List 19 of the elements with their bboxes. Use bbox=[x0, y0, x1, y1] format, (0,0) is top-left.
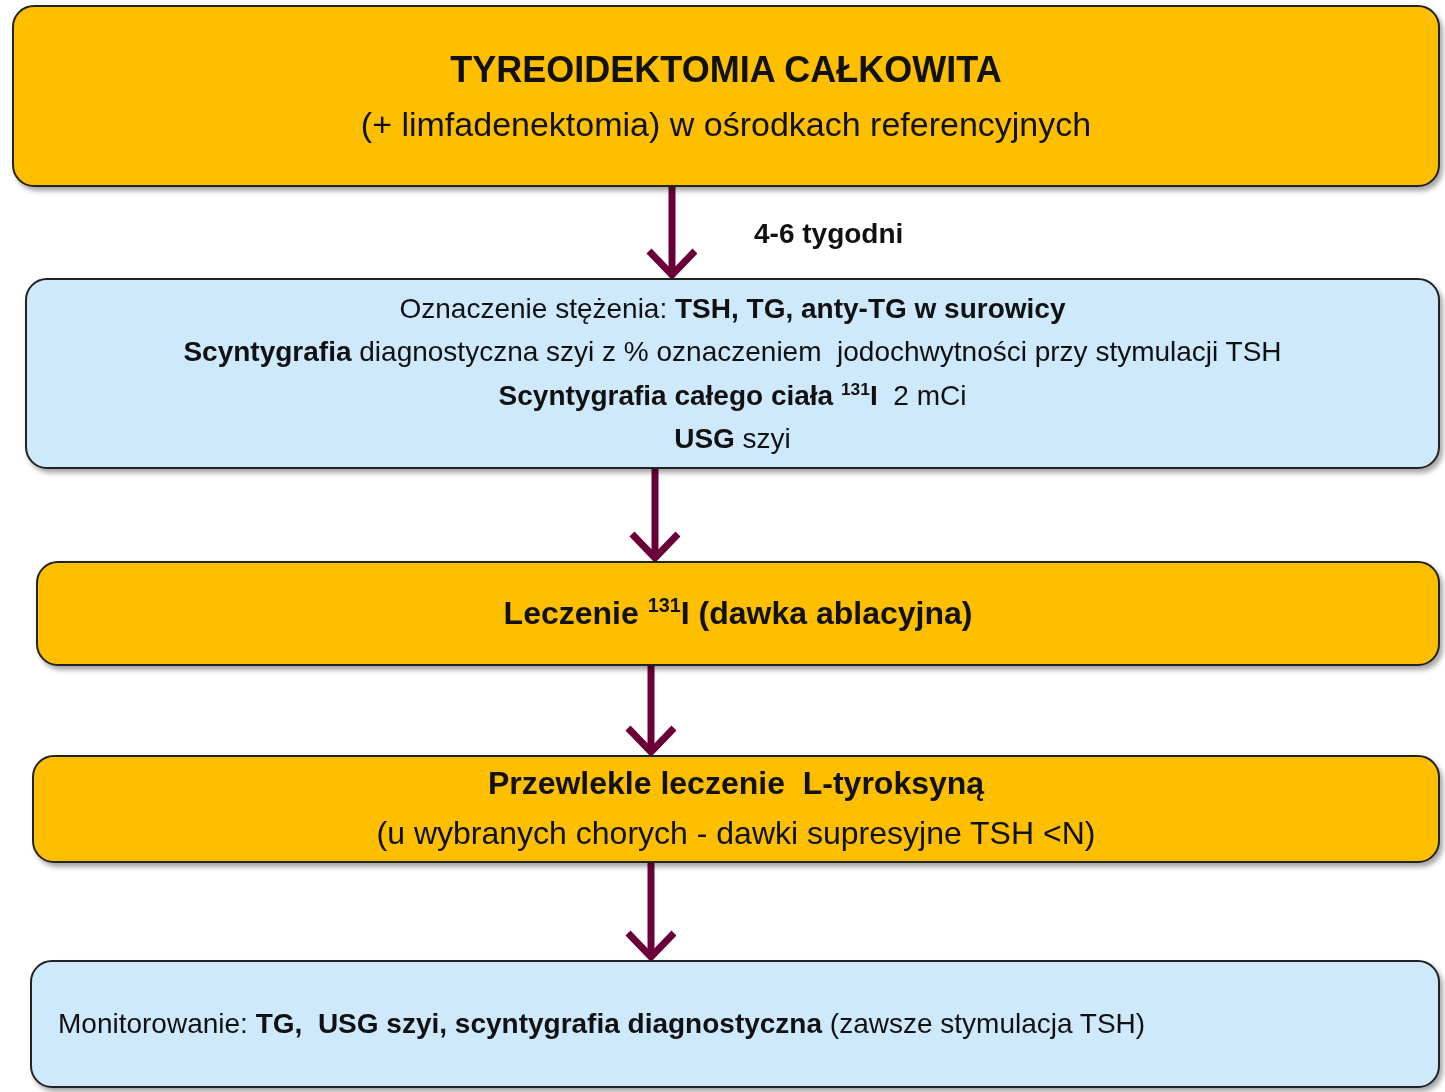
arrow bbox=[628, 469, 682, 562]
process-box bbox=[36, 561, 1440, 666]
box-text: Monitorowanie: TG, USG szyi, scyntygrafia diagnostyczna (zawsze stymulacja TSH) bbox=[58, 1007, 1146, 1042]
arrow bbox=[645, 187, 699, 279]
process-box bbox=[25, 278, 1440, 469]
arrow bbox=[624, 863, 678, 961]
process-box bbox=[30, 960, 1440, 1088]
box-text: Przewlekle leczenie L-tyroksyną bbox=[487, 764, 985, 804]
process-box bbox=[12, 5, 1440, 187]
box-text: USG szyi bbox=[674, 421, 791, 456]
box-text: TYREOIDEKTOMIA CAŁKOWITA bbox=[450, 47, 1002, 92]
box-text: Oznaczenie stężenia: TSH, TG, anty-TG w surowicy bbox=[399, 291, 1066, 326]
box-text: Scyntygrafia całego ciała $^{131}$I 2 mCi bbox=[498, 377, 967, 413]
arrow bbox=[624, 666, 678, 756]
box-text: Leczenie $^{131}$I (dawka ablacyjna) bbox=[503, 593, 973, 633]
box-text: (+ limfadenektomia) w ośrodkach referencyjnych bbox=[360, 103, 1092, 145]
process-box bbox=[32, 755, 1440, 863]
box-text: (u wybranych chorych - dawki supresyjne TSH <N) bbox=[376, 814, 1096, 853]
box-text: Scyntygrafia diagnostyczna szyi z % oznaczeniem jodochwytności przy stymulacji TSH bbox=[183, 335, 1282, 370]
